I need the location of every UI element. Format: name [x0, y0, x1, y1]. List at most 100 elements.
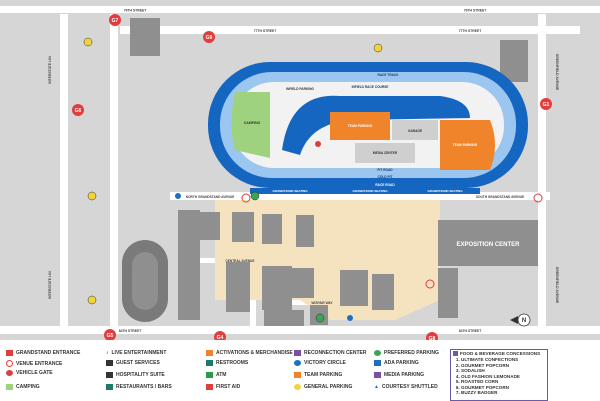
gate-circle-icon	[6, 370, 13, 376]
food-list: ULTIMATE CONFECTIONS GOURMET POPCORN SOD…	[451, 357, 547, 396]
reconnection-icon	[294, 350, 301, 356]
street-84th-east: 84TH STREET	[459, 329, 483, 333]
compass: N	[510, 313, 531, 327]
garage-building	[392, 120, 438, 140]
square-icon	[294, 372, 301, 378]
media-center-label: MEDIA CENTER	[373, 151, 398, 155]
svg-text:G7: G7	[112, 18, 119, 24]
svg-text:G6: G6	[75, 108, 82, 114]
north-grandstand-avenue: NORTH GRANDSTAND AVENUE	[186, 195, 234, 199]
wisfair-way: WISFAIR WAY	[311, 301, 333, 305]
legend-label: RESTAURANTS / BARS	[116, 384, 172, 390]
legend-atm: ATM	[206, 372, 226, 378]
legend-guest-services: GUEST SERVICES	[106, 360, 160, 366]
gate-g7[interactable]: G6	[72, 104, 84, 116]
svg-text:G8: G8	[429, 336, 436, 342]
legend-restrooms: RESTROOMS	[206, 360, 248, 366]
food-item: ULTIMATE CONFECTIONS	[461, 357, 547, 363]
legend-camping: CAMPING	[6, 384, 40, 390]
pit-road-label: PIT ROAD	[377, 168, 393, 172]
svg-text:N: N	[522, 318, 526, 324]
legend-label: GRANDSTAND ENTRANCE	[16, 350, 81, 356]
greenfield-label-south: GREENFIELD AVENUE	[555, 267, 559, 304]
infield-race-course-label: INFIELD RACE COURSE	[352, 85, 389, 89]
legend-label: PREFERRED PARKING	[384, 350, 439, 356]
legend-victory-circle: VICTORY CIRCLE	[294, 360, 346, 366]
legend-label: GUEST SERVICES	[116, 360, 160, 366]
legend-venue-entrance: VENUE ENTRANCE	[6, 360, 62, 367]
team-parking-zone	[330, 112, 390, 140]
food-item: ROASTED CORN	[461, 379, 547, 385]
legend-label: ATM	[216, 372, 227, 378]
gate-tag-icon	[6, 350, 13, 356]
legend-vehicle-gate: VEHICLE GATE	[6, 370, 53, 376]
infield-race-course	[282, 95, 470, 155]
race-track-label: RACE TRACK	[377, 73, 399, 77]
exposition-center-label: EXPOSITION CENTER	[456, 242, 520, 248]
greenfield-label-north: GREENFIELD AVENUE	[555, 54, 559, 91]
race-road-label: RACE ROAD	[375, 183, 395, 187]
parking-icon	[294, 384, 301, 390]
food-item: OLD FASHION LEMONADE	[461, 374, 547, 380]
street-77th-west: 77TH STREET	[254, 29, 278, 33]
legend-ada-parking: ADA PARKING	[374, 360, 419, 366]
exposition-center-building	[438, 220, 538, 266]
team-parking-label: TEAM PARKING	[348, 124, 373, 128]
svg-text:G1: G1	[543, 102, 550, 108]
legend-media-parking: MEDIA PARKING	[374, 372, 424, 378]
food-item: SODALISH	[461, 368, 547, 374]
shuttle-icon: ▲	[374, 384, 379, 390]
legend-label: LIVE ENTERTAINMENT	[111, 350, 167, 356]
restroom-icon	[206, 360, 213, 366]
gate-g9[interactable]: G9	[203, 31, 215, 43]
food-icon	[453, 351, 458, 356]
gate-g1[interactable]: G1	[540, 98, 552, 110]
svg-text:G9: G9	[206, 35, 213, 41]
ada-icon	[374, 360, 381, 366]
legend-label: ACTIVATIONS & MERCHANDISE	[216, 350, 293, 356]
legend-label: HOSPITALITY SUITE	[116, 372, 165, 378]
legend-label: VENUE ENTRANCE	[16, 360, 63, 367]
victory-icon	[294, 360, 301, 366]
svg-text:G5: G5	[107, 333, 114, 339]
legend-grandstand-entrance: GRANDSTAND ENTRANCE	[6, 350, 80, 356]
interstate-label-north: INTERSTATE I-94	[48, 56, 52, 84]
central-avenue: CENTRAL AVENUE	[226, 259, 255, 263]
first-aid-icon	[206, 384, 213, 390]
food-title: FOOD & BEVERAGE CONCESSIONS	[460, 351, 541, 356]
square-icon	[6, 384, 13, 390]
legend-label: COURTESY SHUTTLED	[381, 384, 438, 390]
guest-services-icon	[106, 360, 113, 366]
legend-courtesy-shuttled: ▲COURTESY SHUTTLED	[374, 384, 438, 390]
svg-text:G4: G4	[217, 335, 224, 341]
food-item: GOURMET POPCORN	[461, 385, 547, 391]
legend-activations-merchandise: ACTIVATIONS & MERCHANDISE	[206, 350, 293, 356]
legend-general-parking: GENERAL PARKING	[294, 384, 352, 390]
legend-label: RECONNECTION CENTER	[304, 350, 367, 356]
legend-first-aid: FIRST AID	[206, 384, 240, 390]
parking-icon	[374, 350, 381, 356]
gate-g8[interactable]: G7	[109, 14, 121, 26]
food-item: BUZZY BADGER	[461, 390, 547, 396]
media-center-building	[355, 143, 415, 163]
circle-outline-icon	[6, 360, 13, 367]
interstate-label-south: INTERSTATE I-94	[48, 271, 52, 299]
camping-area	[231, 92, 270, 158]
south-grandstand-avenue: SOUTH GRANDSTAND AVENUE	[476, 195, 524, 199]
grandstand-seating-label-2: GRANDSTAND SEATING	[352, 189, 388, 193]
media-icon	[374, 372, 381, 378]
legend-reconnection-center: RECONNECTION CENTER	[294, 350, 367, 356]
food-beverage-box: FOOD & BEVERAGE CONCESSIONS ULTIMATE CON…	[450, 349, 548, 401]
legend-label: FIRST AID	[216, 384, 241, 390]
camping-label: CAMPING	[244, 121, 261, 125]
legend-label: CAMPING	[16, 384, 40, 390]
gate-g6[interactable]: G5	[104, 329, 116, 341]
team-parking-east-label: TEAM PARKING	[453, 143, 478, 147]
legend-restaurants-bars: RESTAURANTS / BARS	[106, 384, 172, 390]
legend-label: GENERAL PARKING	[304, 384, 353, 390]
square-icon	[206, 350, 213, 356]
street-77th-east: 77TH STREET	[459, 29, 483, 33]
garage-label: GARAGE	[408, 129, 422, 133]
grandstand-seating-label-1: GRANDSTAND SEATING	[272, 189, 308, 193]
